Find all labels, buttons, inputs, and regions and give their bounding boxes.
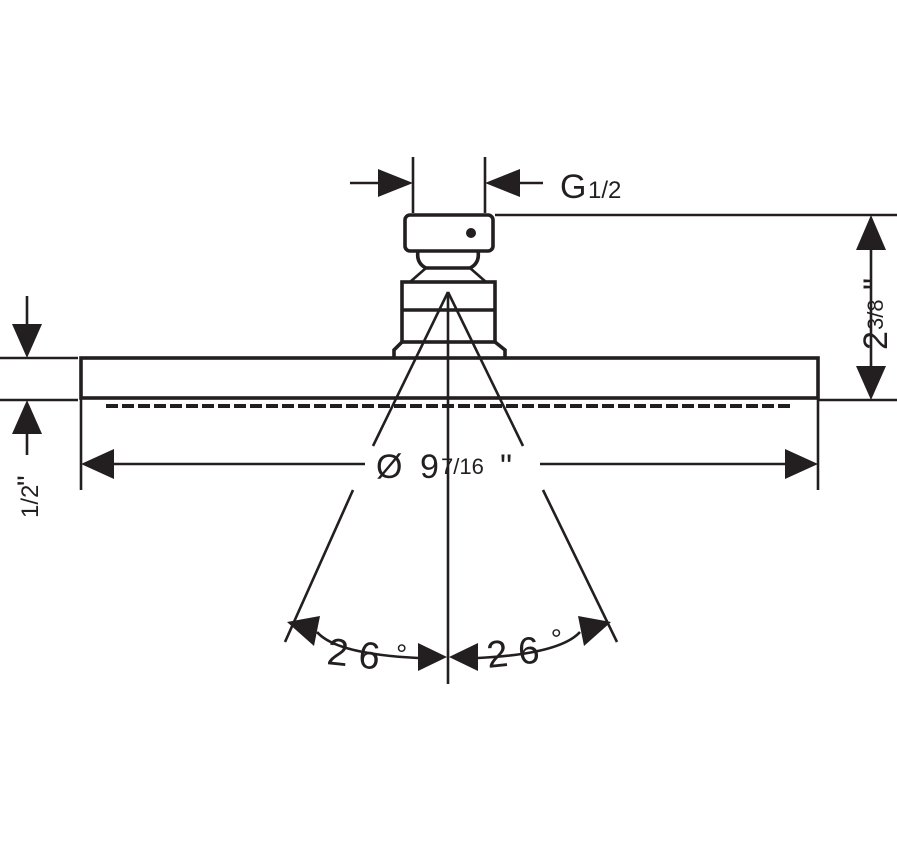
shower-head-body [79,213,820,408]
thickness-arrow-top [12,324,42,358]
height-whole: 2 [857,331,895,350]
nut-hole [466,228,476,238]
height-arrow-top [856,215,886,250]
thickness-value: 1/2 [17,485,44,518]
angle-dimensions: 2 6 ° 2 6 ° [287,616,611,678]
angle-arrow-right-inner [449,643,478,671]
angle-label-left: 2 6 ° [325,631,408,678]
thickness-dimension: 1/2 " [0,296,78,518]
diameter-whole: 9 [420,448,439,486]
angle-left-unit: ° [394,638,408,670]
spray-geometry [283,291,619,684]
angle-arrow-left-inner [418,643,447,671]
thickness-unit: " [12,475,45,486]
spray-line-right-upper [446,291,525,447]
base-flange [392,340,507,358]
connector-nut [403,213,495,253]
neck-flare [409,267,487,283]
angle-arc-right [477,631,581,660]
height-unit: " [857,278,895,290]
angle-right-value: 2 6 [485,630,542,677]
angle-right-unit: ° [550,623,564,655]
diameter-arrow-left [81,449,114,479]
thread-arrow-left [378,169,413,197]
thickness-arrow-bottom [12,400,42,434]
thread-arrow-right [485,169,520,197]
diameter-unit: " [500,448,512,486]
angle-left-value: 2 6 [325,631,382,678]
diameter-fraction: 7/16 [441,454,484,479]
thread-prefix: G [560,168,586,206]
angle-label-right: 2 6 ° [485,623,565,677]
connector-neck [415,250,481,270]
height-arrow-bottom [856,366,886,400]
angle-arrow-left-outer [287,616,320,646]
thread-dimension: G 1/2 [350,157,621,213]
thread-value: 1/2 [588,177,621,204]
diameter-symbol: Ø [376,448,402,486]
angle-arc-left [316,631,419,660]
spray-line-left-upper [371,291,450,447]
height-fraction: 3/8 [863,299,888,330]
height-label: 2 3/8 " [857,278,895,350]
spray-line-left-lower [283,489,355,643]
diameter-arrow-right [785,449,818,479]
diameter-dimension: Ø 9 7/16 " [79,398,820,490]
shower-plate [79,356,820,400]
thickness-label: 1/2 " [12,475,45,518]
angle-arrow-right-outer [578,616,611,646]
height-dimension: 2 3/8 " [495,213,897,402]
spray-line-right-lower [541,489,619,643]
